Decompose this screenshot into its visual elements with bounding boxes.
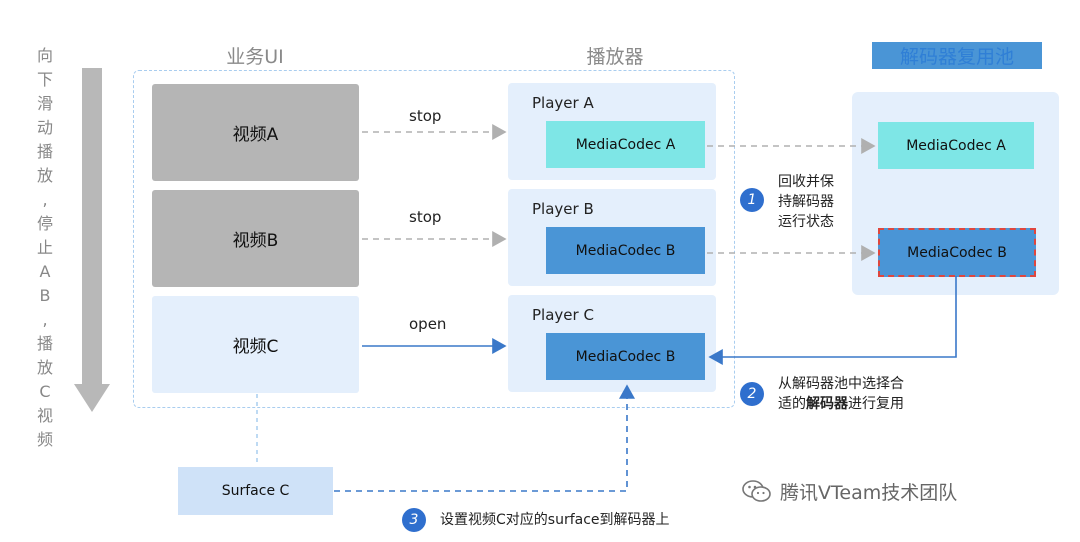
pool-codec-b: MediaCodec B (878, 228, 1036, 277)
step-1-line-3: 运行状态 (778, 214, 834, 230)
side-label-char: 动 (36, 118, 53, 137)
business-player-group (133, 70, 735, 408)
player-c-codec: MediaCodec B (546, 333, 705, 380)
step-3-badge: 3 (402, 508, 426, 532)
player-b-codec: MediaCodec B (546, 227, 705, 274)
side-label-char: , (42, 310, 48, 329)
video-a-box: 视频A (152, 84, 359, 181)
side-label-char: 下 (36, 70, 53, 89)
side-label-char: C (39, 382, 51, 401)
step-1-line-2: 持解码器 (778, 194, 834, 210)
watermark: 腾讯VTeam技术团队 (742, 478, 957, 505)
video-b-box: 视频B (152, 190, 359, 287)
side-label-char: 放 (36, 358, 53, 377)
watermark-text: 腾讯VTeam技术团队 (780, 482, 958, 504)
player-a-box: Player A MediaCodec A (508, 83, 716, 180)
step-1-text: 回收并保 持解码器 运行状态 (778, 172, 834, 232)
side-label-char: 播 (36, 142, 53, 161)
surface-c-box: Surface C (178, 467, 333, 515)
video-c-box: 视频C (152, 296, 359, 393)
side-label-char: B (39, 286, 51, 305)
step-2-bold-codec: 解码器 (806, 396, 848, 412)
step-2-text: 从解码器池中选择合 适的解码器进行复用 (778, 374, 904, 414)
step-1-badge: 1 (740, 188, 764, 212)
side-label-char: , (42, 190, 48, 209)
side-label-char: 视 (36, 406, 53, 425)
column-title-player: 播放器 (586, 46, 644, 68)
scroll-down-arrow-icon (74, 68, 110, 412)
player-b-title: Player B (532, 200, 594, 218)
video-b-label: 视频B (232, 231, 279, 251)
player-c-title: Player C (532, 306, 594, 324)
step-2-line-2: 适的解码器进行复用 (778, 396, 904, 412)
step-1-line-1: 回收并保 (778, 174, 834, 190)
side-label-char: 播 (36, 334, 53, 353)
player-a-codec: MediaCodec A (546, 121, 705, 168)
open-c-label: open (409, 315, 447, 333)
side-label-char: 滑 (36, 94, 53, 113)
side-label-char: 频 (36, 430, 53, 449)
stop-b-label: stop (409, 208, 442, 226)
video-c-label: 视频C (232, 337, 279, 357)
side-label-char: 向 (36, 46, 53, 65)
step-3-text: 设置视频C对应的surface到解码器上 (440, 512, 670, 528)
step-2-badge: 2 (740, 382, 764, 406)
side-label-char: 止 (36, 238, 53, 257)
step-2-line-1: 从解码器池中选择合 (778, 376, 904, 392)
player-b-box: Player B MediaCodec B (508, 189, 716, 286)
side-label-char: 放 (36, 166, 53, 185)
player-a-title: Player A (532, 94, 594, 112)
side-label-char: A (39, 262, 51, 281)
stop-a-label: stop (409, 107, 442, 125)
video-a-label: 视频A (232, 125, 279, 145)
pool-codec-a: MediaCodec A (878, 122, 1034, 169)
player-c-box: Player C MediaCodec B (508, 295, 716, 392)
column-title-business-ui: 业务UI (226, 46, 284, 68)
wechat-icon (742, 479, 771, 502)
column-title-codec-pool: 解码器复用池 (872, 42, 1042, 69)
side-label-char: 停 (36, 214, 53, 233)
